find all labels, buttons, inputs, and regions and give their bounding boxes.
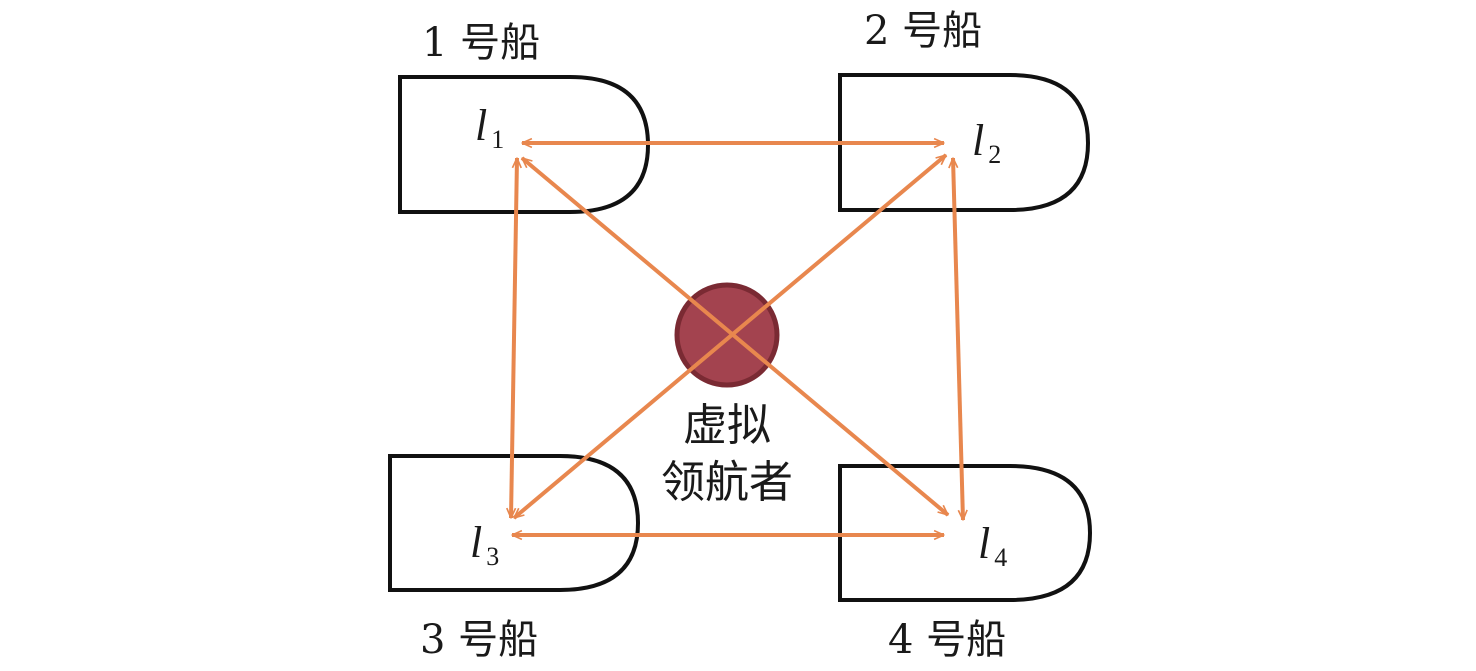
ship-3-position-sub: 3 [486,542,499,571]
ship-1-label: 1 号船 [422,20,540,66]
ship-2-position-base: l [972,116,984,165]
virtual-leader-label-line2: 领航者 [661,457,793,508]
ship-3-position-base: l [470,518,482,567]
virtual-leader-label-line1: 虚拟 [683,400,771,451]
ship-4-label: 4 号船 [888,617,1006,663]
ship-2-label: 2 号船 [864,8,982,54]
ship-3-label: 3 号船 [420,617,538,663]
communication-links [511,143,963,535]
ship-1-position-sub: 1 [491,125,504,154]
link-ship2-ship4 [953,158,963,520]
ship-1-position-base: l [475,101,487,150]
ship-3-hull [388,454,641,592]
link-ship2-ship3 [514,153,946,520]
ship-4-position-sub: 4 [994,543,1007,572]
ship-4-position-base: l [978,519,990,568]
ship-2-position-sub: 2 [988,140,1001,169]
